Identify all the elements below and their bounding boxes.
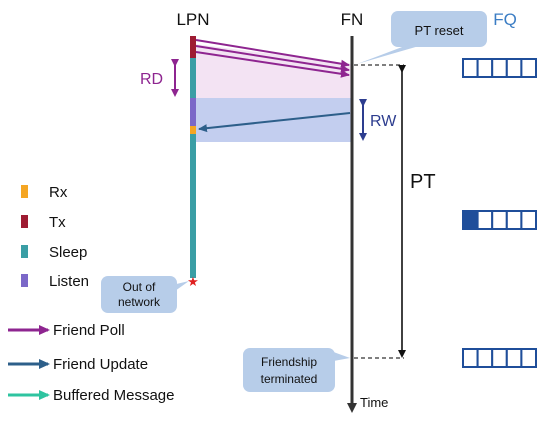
queue-slot-empty xyxy=(505,58,523,78)
friend-queue-3 xyxy=(462,348,538,368)
lpn-tx-segment xyxy=(190,36,196,58)
lpn-lane-title: LPN xyxy=(176,10,209,29)
message-legend-item-3: Buffered Message xyxy=(8,387,174,404)
state-legend-label: Rx xyxy=(49,184,68,201)
queue-slot-empty xyxy=(491,58,508,78)
queue-slot-empty xyxy=(491,210,508,230)
state-legend-item-sleep: Sleep xyxy=(21,244,87,261)
state-legend-swatch xyxy=(21,185,28,198)
receive-window-region xyxy=(194,98,352,142)
friendship-terminated-callout-line-1: Friendship xyxy=(261,355,317,369)
out-of-network-callout-line-1: Out of xyxy=(123,280,156,294)
message-legend-item-2: Friend Update xyxy=(8,356,148,373)
message-legend-item-1: Friend Poll xyxy=(8,322,125,339)
state-legend-item-tx: Tx xyxy=(21,214,66,231)
pt-interval-label: PT xyxy=(410,171,436,193)
lpn-rx-segment xyxy=(190,126,196,134)
queue-slot-empty xyxy=(462,58,479,78)
fn-lane-title: FN xyxy=(341,10,364,29)
friend-queue-1 xyxy=(462,58,538,78)
rw-interval-label: RW xyxy=(370,113,397,130)
lpn-listen-segment xyxy=(190,98,196,126)
state-legend-swatch xyxy=(21,215,28,228)
friendship-terminated-callout-line-2: terminated xyxy=(261,372,318,386)
friend-queue-2 xyxy=(462,210,538,230)
state-legend-item-listen: Listen xyxy=(21,273,89,290)
out-of-network-callout-line-2: network xyxy=(118,295,161,309)
pt-reset-callout-text: PT reset xyxy=(415,23,464,38)
queue-slot-empty xyxy=(505,210,523,230)
queue-slot-empty xyxy=(476,210,494,230)
out-of-network-callout: Out of network xyxy=(101,276,189,313)
lpn-sleep-segment-1 xyxy=(190,58,196,98)
state-legend-label: Sleep xyxy=(49,244,87,261)
queue-slot-empty xyxy=(462,348,479,368)
state-legend-item-rx: Rx xyxy=(21,184,68,201)
friend-poll-arrow-1 xyxy=(195,39,350,68)
message-legend-label: Friend Update xyxy=(53,356,148,373)
queue-slot-empty xyxy=(520,348,538,368)
friend-poll-arrow-2 xyxy=(195,45,350,73)
friend-poll-arrow-3 xyxy=(195,51,350,78)
state-legend-swatch xyxy=(21,245,28,258)
queue-slot-filled xyxy=(462,210,479,230)
out-of-network-star-icon: ★ xyxy=(187,274,199,289)
queue-slot-empty xyxy=(520,58,538,78)
fq-lane-title: FQ xyxy=(493,10,517,29)
message-legend-label: Buffered Message xyxy=(53,387,174,404)
message-legend-label: Friend Poll xyxy=(53,322,125,339)
queue-slot-empty xyxy=(520,210,538,230)
lpn-sleep-segment-2 xyxy=(190,134,196,278)
queue-slot-empty xyxy=(505,348,523,368)
queue-slot-empty xyxy=(476,348,494,368)
queue-slot-empty xyxy=(491,348,508,368)
time-axis-label: Time xyxy=(360,395,388,410)
queue-slot-empty xyxy=(476,58,494,78)
pt-reset-callout: PT reset xyxy=(357,11,487,64)
state-legend-label: Tx xyxy=(49,214,66,231)
friendship-terminated-callout: Friendship terminated xyxy=(243,348,350,392)
state-legend-swatch xyxy=(21,274,28,287)
friend-update-arrow xyxy=(198,112,351,133)
state-legend-label: Listen xyxy=(49,273,89,290)
friend-queue-group xyxy=(462,58,538,368)
rd-interval-label: RD xyxy=(140,71,163,88)
